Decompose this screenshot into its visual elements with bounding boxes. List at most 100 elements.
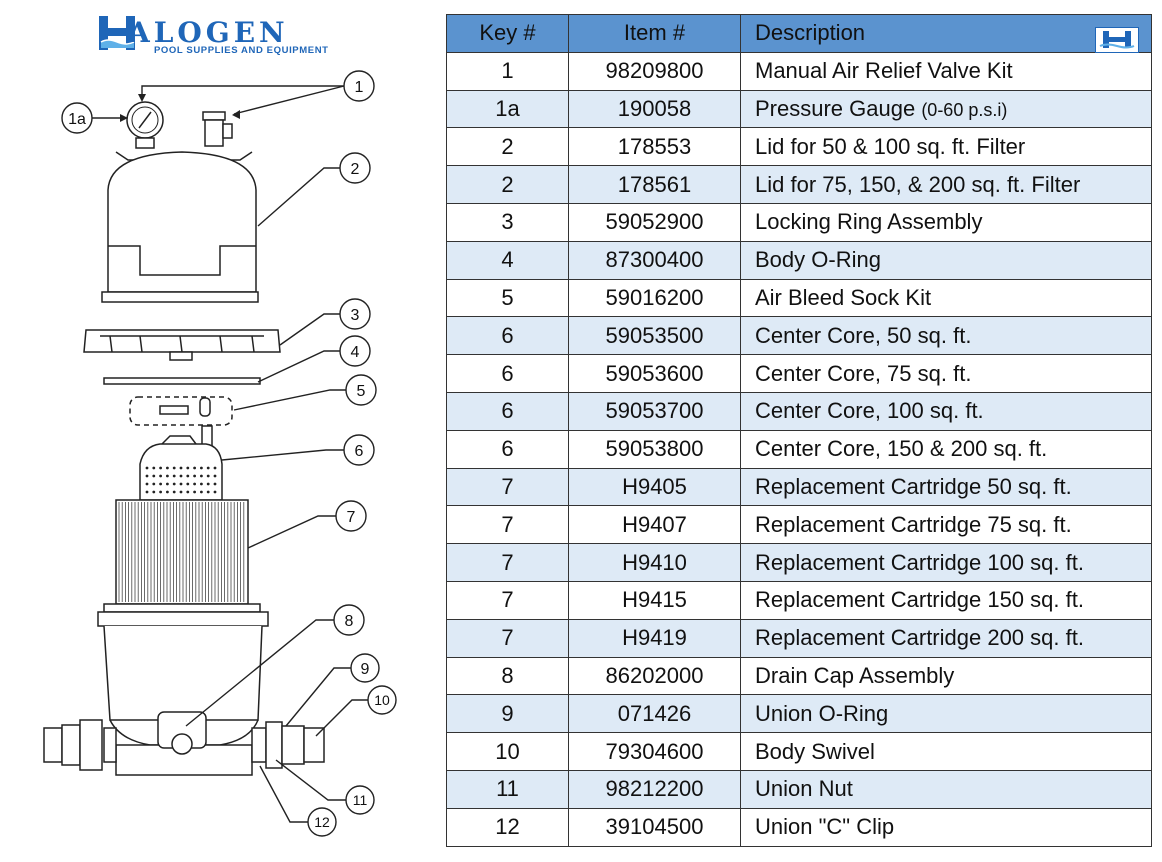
leader-arrowheads: [120, 94, 240, 122]
description-text: Union Nut: [755, 776, 853, 802]
header-description-label: Description: [755, 20, 866, 46]
cell-key: 9: [446, 694, 569, 734]
cell-item-number: 59053600: [568, 354, 741, 393]
description-text: Lid for 50 & 100 sq. ft. Filter: [755, 133, 1026, 159]
description-text: Air Bleed Sock Kit: [755, 284, 932, 310]
description-text: Center Core, 75 sq. ft.: [755, 360, 972, 386]
cell-key: 7: [446, 580, 569, 620]
cell-item-number: 59053800: [568, 429, 741, 469]
callout-1: 1: [343, 70, 375, 102]
cell-item-number: H9407: [568, 505, 741, 545]
svg-text:11: 11: [353, 792, 368, 808]
cell-description: Body O-Ring: [740, 240, 1152, 280]
cell-key: 3: [446, 202, 569, 242]
description-text: Union O-Ring: [755, 700, 889, 726]
cell-item-number: 59016200: [568, 278, 741, 318]
cell-key: 7: [446, 618, 569, 658]
svg-text:5: 5: [357, 383, 366, 400]
cartridge-pleat-pattern: [118, 502, 245, 602]
callout-5: 5: [345, 374, 377, 406]
pressure-gauge-part: [126, 101, 164, 149]
description-text: Pressure Gauge: [755, 95, 922, 121]
cell-description: Replacement Cartridge 200 sq. ft.: [740, 618, 1152, 658]
cell-item-number: 59053500: [568, 316, 741, 356]
description-text: Replacement Cartridge 75 sq. ft.: [755, 511, 1072, 537]
cell-description: Replacement Cartridge 100 sq. ft.: [740, 543, 1152, 582]
cell-item-number: 59052900: [568, 202, 741, 242]
callout-3: 3: [339, 298, 371, 330]
air-relief-valve-part: [202, 111, 233, 147]
cell-item-number: 071426: [568, 694, 741, 734]
cell-item-number: 178553: [568, 127, 741, 167]
svg-text:1a: 1a: [68, 111, 86, 128]
cell-key: 1a: [446, 89, 569, 129]
cell-item-number: 98212200: [568, 769, 741, 809]
cell-description: Center Core, 50 sq. ft.: [740, 316, 1152, 356]
cell-key: 11: [446, 769, 569, 809]
header-key: Key #: [446, 14, 569, 53]
callout-6: 6: [343, 434, 375, 466]
cell-item-number: 178561: [568, 165, 741, 204]
center-core-part: [139, 425, 223, 501]
cell-item-number: 79304600: [568, 732, 741, 771]
cell-key: 6: [446, 429, 569, 469]
cell-description: Union "C" Clip: [740, 807, 1152, 847]
cell-item-number: H9405: [568, 467, 741, 507]
halogen-h-icon: [99, 16, 135, 50]
callout-7: 7: [335, 500, 367, 532]
cell-description: Replacement Cartridge 50 sq. ft.: [740, 467, 1152, 507]
table-header-row: Key # Item # Description: [446, 14, 1152, 54]
cell-item-number: 59053700: [568, 391, 741, 431]
svg-text:7: 7: [347, 509, 356, 526]
description-text: Center Core, 100 sq. ft.: [755, 398, 984, 424]
cell-item-number: H9419: [568, 618, 741, 658]
svg-text:4: 4: [351, 344, 360, 361]
cell-key: 5: [446, 278, 569, 318]
callout-12: 12: [307, 807, 337, 837]
locking-ring-part: [83, 329, 281, 361]
svg-text:12: 12: [314, 814, 330, 830]
cell-item-number: H9410: [568, 543, 741, 582]
callout-8: 8: [333, 604, 365, 636]
callout-10: 10: [367, 685, 397, 715]
description-text: Union "C" Clip: [755, 814, 895, 840]
cell-key: 1: [446, 51, 569, 91]
cell-description: Drain Cap Assembly: [740, 656, 1152, 696]
cell-description: Center Core, 100 sq. ft.: [740, 391, 1152, 431]
cell-key: 7: [446, 467, 569, 507]
halogen-logo: ALOGEN POOL SUPPLIES AND EQUIPMENT: [98, 14, 348, 58]
cell-description: Union Nut: [740, 769, 1152, 809]
cell-item-number: 86202000: [568, 656, 741, 696]
description-text: Manual Air Relief Valve Kit: [755, 58, 1013, 84]
callout-4: 4: [339, 335, 371, 367]
exploded-filter-diagram: 1 1a 2 3 4 5 6 7 8 9 10 11 12: [43, 70, 397, 837]
core-perforation-pattern: [145, 466, 217, 494]
description-text: Center Core, 50 sq. ft.: [755, 322, 972, 348]
cell-key: 8: [446, 656, 569, 696]
header-item: Item #: [568, 14, 741, 53]
description-text: Drain Cap Assembly: [755, 662, 955, 688]
description-text: Body Swivel: [755, 738, 875, 764]
cell-description: Lid for 75, 150, & 200 sq. ft. Filter: [740, 165, 1152, 204]
description-text: Lid for 75, 150, & 200 sq. ft. Filter: [755, 171, 1081, 197]
cell-description: Center Core, 75 sq. ft.: [740, 354, 1152, 393]
cell-key: 6: [446, 316, 569, 356]
body-o-ring-part: [103, 377, 261, 385]
cell-item-number: 190058: [568, 89, 741, 129]
svg-text:9: 9: [361, 661, 370, 678]
description-note: (0-60 p.s.i): [921, 99, 1008, 120]
callout-9: 9: [350, 653, 380, 683]
